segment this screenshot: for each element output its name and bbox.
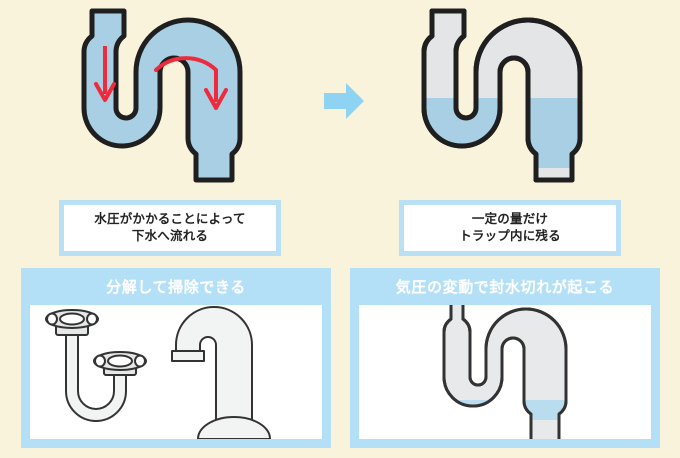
curved-flow-arrow-icon — [154, 56, 228, 110]
caption-left-top: 水圧がかかることによって 下水へ流れる — [59, 200, 281, 256]
caption-line-1: 一定の量だけ — [471, 212, 549, 226]
caption-line-2: トラップ内に残る — [459, 228, 561, 243]
card-header-seal-loss: 気圧の変動で封水切れが起こる — [395, 279, 615, 296]
hook-pipe-body — [171, 306, 271, 439]
top-right-panel: 一定の量だけ トラップ内に残る — [340, 0, 680, 256]
top-left-panel: 水圧がかかることによって 下水へ流れる — [0, 0, 340, 256]
s-trap-seal-loss-illustration — [442, 305, 568, 439]
hook-pipe-flare — [197, 416, 271, 439]
union-nut-side — [93, 351, 147, 376]
s-trap-outline-overlay-bottom — [442, 305, 568, 439]
down-flow-arrow-icon — [94, 46, 116, 102]
hook-pipe-lip — [171, 350, 205, 362]
card-body-seal-loss — [359, 305, 651, 439]
card-disassembly: 分解して掃除できる — [21, 268, 331, 448]
caption-right-top: 一定の量だけ トラップ内に残る — [399, 200, 621, 256]
caption-line-1: 水圧がかかることによって — [94, 212, 246, 226]
s-trap-water-filled — [81, 8, 243, 183]
s-trap-full-water-flow-figure — [0, 8, 340, 194]
card-seal-loss: 気圧の変動で封水切れが起こる — [350, 268, 660, 448]
union-nut-top — [45, 309, 99, 336]
card-header-disassembly: 分解して掃除できる — [106, 279, 246, 296]
transition-right-arrow-icon — [322, 80, 366, 122]
residual-water — [444, 400, 566, 420]
s-trap-outline-overlay — [421, 8, 583, 183]
caption-line-2: 下水へ流れる — [131, 228, 209, 243]
disassembled-p-trap-illustration — [45, 306, 271, 439]
s-trap-retained-water-figure — [340, 8, 680, 194]
card-body-disassembly — [30, 305, 322, 439]
